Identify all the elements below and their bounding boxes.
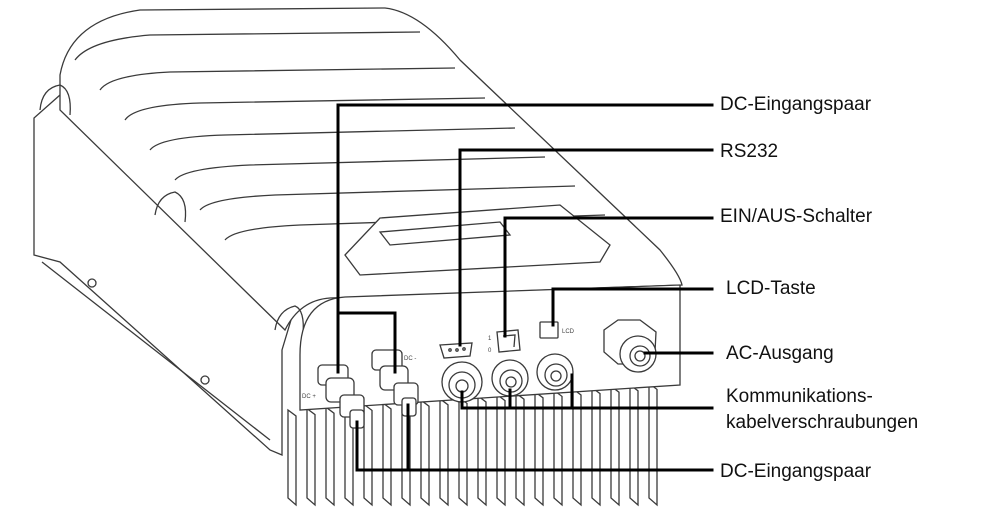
cover-ridges: [74, 31, 606, 241]
heat-sink-fin: [439, 397, 449, 507]
on-off-switch: 1 0: [488, 329, 521, 354]
heat-sink-fin: [534, 390, 544, 507]
label-rs232: RS232: [720, 141, 778, 162]
heat-sink-fins: [287, 382, 658, 507]
lcd-marking: LCD: [562, 329, 575, 335]
heat-sink-fin: [591, 386, 601, 507]
comm-gland-right: [536, 353, 574, 391]
heat-sink-fin: [496, 393, 506, 507]
heat-sink-fin: [610, 384, 620, 507]
side-panel-edge: [41, 261, 271, 441]
leader-on-off-switch: [503, 216, 714, 338]
mounting-lugs: [39, 84, 304, 336]
heat-sink-fin: [306, 407, 316, 507]
heat-sink-fin: [515, 391, 525, 507]
leader-comm-cable-glands: [460, 390, 714, 410]
heat-sink-fin: [363, 403, 373, 507]
switch-zero-marking: 0: [488, 348, 492, 354]
leader-lcd-button: [551, 287, 714, 327]
label-dc-input-bottom: DC-Eingangspaar: [720, 461, 872, 482]
heat-sink-fin: [553, 389, 563, 507]
rs232-port: [439, 342, 473, 359]
label-comm-cable-glands-line1: Kommunikations-: [726, 386, 873, 407]
dc-minus-marking: DC -: [404, 356, 416, 362]
leader-rs232: [458, 148, 714, 347]
heat-sink-fin: [287, 408, 297, 507]
heat-sink-fin: [572, 387, 582, 507]
heat-sink-fin: [648, 382, 658, 507]
switch-one-marking: 1: [488, 336, 492, 342]
label-comm-cable-glands-line2: kabelverschraubungen: [726, 412, 918, 433]
inverter-illustration: DC + DC -: [33, 7, 683, 507]
dc-plus-connector-pair: DC +: [302, 364, 365, 429]
comm-gland-left: [441, 361, 483, 403]
leader-dc-input-top: [336, 103, 714, 374]
dc-plus-marking: DC +: [302, 394, 316, 400]
heat-sink-fin: [382, 401, 392, 507]
leader-dc-input-bottom: [355, 420, 714, 472]
heat-sink-fin: [458, 396, 468, 507]
callout-labels: DC-Eingangspaar RS232 EIN/AUS-Schalter L…: [720, 94, 918, 482]
label-ac-output: AC-Ausgang: [726, 343, 834, 364]
label-dc-input-top: DC-Eingangspaar: [720, 94, 872, 115]
heat-sink-fin: [629, 383, 639, 507]
label-lcd-button: LCD-Taste: [726, 278, 816, 299]
heat-sink-fin: [420, 398, 430, 507]
label-on-off-switch: EIN/AUS-Schalter: [720, 206, 873, 227]
side-screw: [200, 375, 210, 385]
heat-sink-fin: [325, 405, 335, 507]
leader-dc-input-top-branch: [336, 311, 397, 374]
heat-sink-fin: [477, 394, 487, 507]
side-screw: [87, 278, 97, 288]
leader-lines: [336, 103, 714, 472]
display-window: [344, 204, 611, 276]
